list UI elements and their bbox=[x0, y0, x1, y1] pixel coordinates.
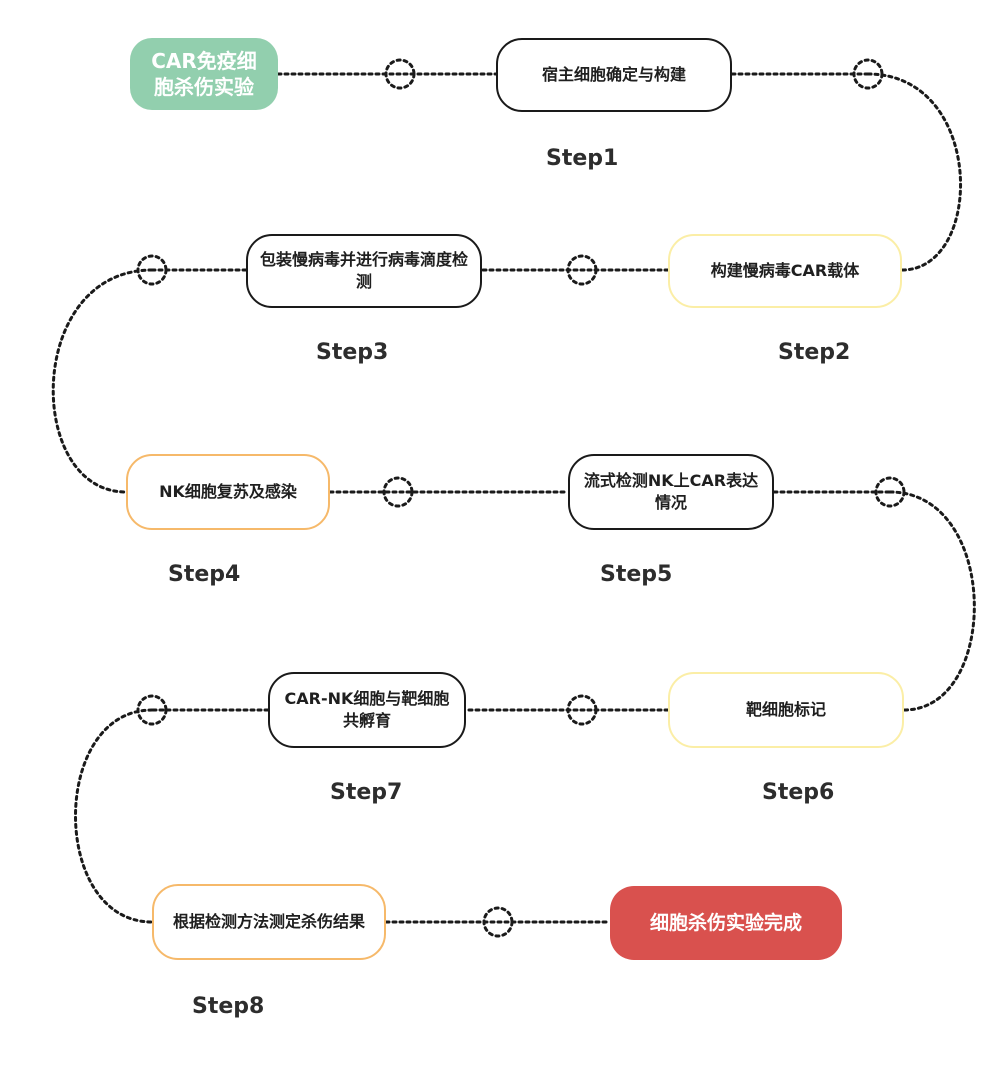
step7-node: CAR-NK细胞与靶细胞共孵育 bbox=[268, 672, 466, 748]
marker-ring bbox=[852, 58, 884, 90]
step1-label: 宿主细胞确定与构建 bbox=[541, 65, 686, 84]
end-node: 细胞杀伤实验完成 bbox=[610, 886, 842, 960]
connector-curve-left-1 bbox=[51, 268, 154, 494]
connector-curve-right-2 bbox=[888, 490, 976, 712]
step1-node: 宿主细胞确定与构建 bbox=[496, 38, 732, 112]
start-node: CAR免疫细胞杀伤实验 bbox=[130, 38, 278, 110]
step6-node: 靶细胞标记 bbox=[668, 672, 904, 748]
step3-node: 包装慢病毒并进行病毒滴度检测 bbox=[246, 234, 482, 308]
step7-caption: Step7 bbox=[330, 780, 403, 805]
connector-curve-right-1 bbox=[866, 72, 963, 272]
step8-caption: Step8 bbox=[192, 994, 265, 1019]
step8-label: 根据检测方法测定杀伤结果 bbox=[172, 912, 365, 931]
step5-caption: Step5 bbox=[600, 562, 673, 587]
marker-ring bbox=[382, 476, 414, 508]
step3-label: 包装慢病毒并进行病毒滴度检测 bbox=[259, 250, 468, 291]
start-label: CAR免疫细胞杀伤实验 bbox=[151, 49, 257, 99]
marker-ring bbox=[136, 254, 168, 286]
marker-ring bbox=[136, 694, 168, 726]
step2-caption: Step2 bbox=[778, 340, 851, 365]
marker-ring bbox=[482, 906, 514, 938]
marker-ring bbox=[874, 476, 906, 508]
step7-label: CAR-NK细胞与靶细胞共孵育 bbox=[284, 689, 450, 730]
step8-node: 根据检测方法测定杀伤结果 bbox=[152, 884, 386, 960]
end-label: 细胞杀伤实验完成 bbox=[649, 912, 802, 934]
step1-caption: Step1 bbox=[546, 146, 619, 171]
step6-caption: Step6 bbox=[762, 780, 835, 805]
step4-node: NK细胞复苏及感染 bbox=[126, 454, 330, 530]
step4-caption: Step4 bbox=[168, 562, 241, 587]
step6-label: 靶细胞标记 bbox=[745, 700, 826, 719]
marker-ring bbox=[566, 254, 598, 286]
step5-label: 流式检测NK上CAR表达情况 bbox=[583, 471, 759, 512]
connector-curve-left-2 bbox=[74, 708, 154, 924]
step3-caption: Step3 bbox=[316, 340, 389, 365]
step2-node: 构建慢病毒CAR载体 bbox=[668, 234, 902, 308]
step2-label: 构建慢病毒CAR载体 bbox=[710, 261, 860, 280]
marker-ring bbox=[566, 694, 598, 726]
step5-node: 流式检测NK上CAR表达情况 bbox=[568, 454, 774, 530]
step4-label: NK细胞复苏及感染 bbox=[159, 482, 297, 501]
marker-ring bbox=[384, 58, 416, 90]
